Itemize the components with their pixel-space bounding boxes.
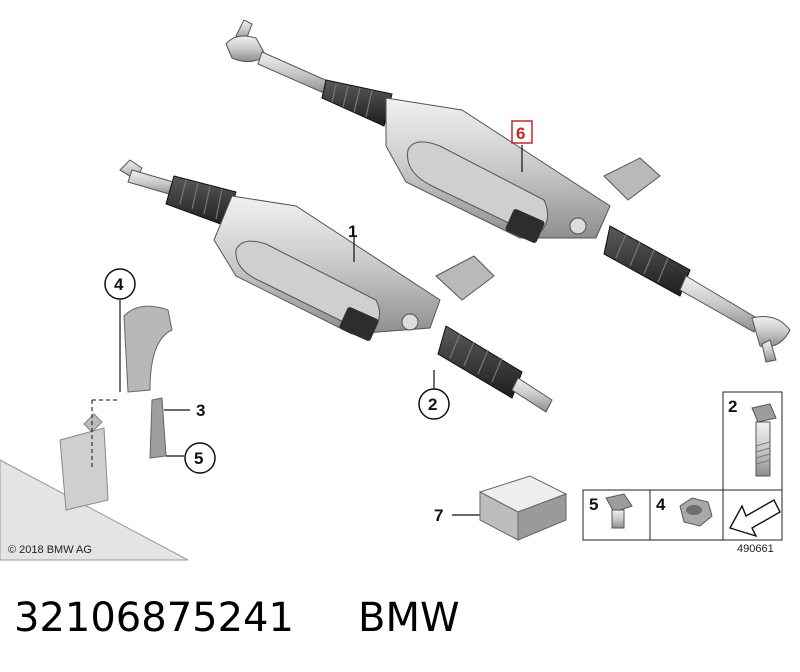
callout-5-label: 5 [194, 449, 203, 468]
hex-nut-icon [679, 497, 713, 527]
callout-1-label: 1 [348, 222, 357, 241]
callout-1[interactable]: 1 [348, 222, 357, 262]
bolt-icon [751, 403, 777, 477]
callout-2[interactable]: 2 [418, 370, 450, 420]
steering-rack-lower [119, 159, 553, 413]
callout-3-label: 3 [196, 401, 205, 420]
callout-6[interactable]: 6 [511, 120, 533, 172]
callout-2-label: 2 [428, 395, 437, 414]
arrow-icon [728, 499, 781, 538]
callout-6-highlight [511, 120, 533, 144]
parts-box-arrow [728, 499, 781, 538]
parts-box-4-label: 4 [656, 495, 666, 514]
parts-box-4[interactable]: 4 [656, 495, 713, 527]
parts-table: 2 5 4 [582, 391, 783, 541]
callout-5[interactable]: 5 [166, 442, 216, 474]
parts-box-5-label: 5 [589, 495, 598, 514]
small-bolt-icon [605, 493, 633, 529]
heat-shield-bracket [91, 300, 173, 470]
steering-rack-upper [225, 19, 791, 363]
parts-box-2[interactable]: 2 [728, 397, 777, 477]
callout-3[interactable]: 3 [164, 401, 205, 420]
copyright-text: © 2018 BMW AG [8, 544, 92, 556]
parts-box-2-label: 2 [728, 397, 737, 416]
callout-7-label: 7 [434, 506, 443, 525]
box-part-7 [478, 475, 568, 541]
parts-box-5[interactable]: 5 [589, 493, 633, 529]
part-number: 32106875241 [14, 595, 294, 641]
inset-detail [0, 413, 189, 561]
callout-6-label: 6 [516, 124, 525, 143]
callout-7[interactable]: 7 [434, 506, 480, 525]
brand-name: BMW [358, 595, 460, 641]
callout-4-label: 4 [114, 275, 124, 294]
image-number: 490661 [737, 543, 774, 555]
callout-4[interactable]: 4 [104, 268, 136, 300]
